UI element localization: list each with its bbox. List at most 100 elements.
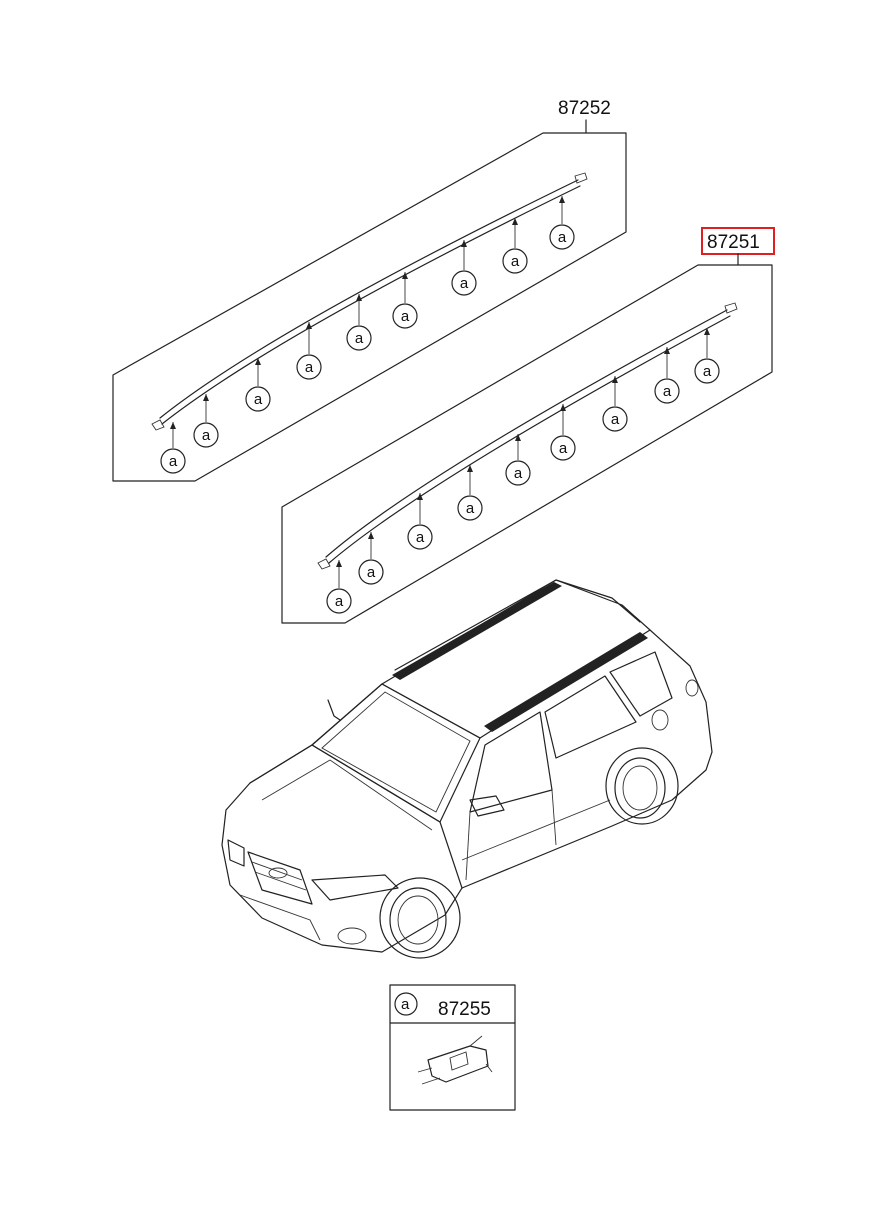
part-label-87255[interactable]: 87255 (438, 999, 491, 1020)
car-rail-left (392, 582, 562, 680)
rear-rail-inner-edge (161, 185, 581, 425)
front-callout-circle-9 (694, 358, 720, 384)
rear-arrowhead-6 (402, 272, 408, 279)
car-windshield-inner (321, 691, 471, 813)
car-fuel-door (651, 709, 669, 731)
rear-arrowhead-2 (203, 394, 209, 401)
rear-callout-circle-7 (451, 270, 477, 296)
front-callout-letter-7: a (611, 411, 620, 428)
car-roof-top (394, 579, 641, 671)
car-rear-rim (622, 765, 658, 811)
rear-arrowhead-1 (170, 422, 176, 429)
rear-callout-circle-9 (549, 224, 575, 250)
front-rail-inner-edge (328, 315, 731, 564)
car-door-line-1 (465, 811, 471, 881)
car-hood (249, 744, 463, 889)
car-door-line-2 (551, 789, 557, 846)
rear-callout-circle-6 (392, 303, 418, 329)
front-callout-letter-1: a (335, 593, 344, 610)
car-tail-lamp (685, 679, 699, 697)
front-callout-circle-2 (358, 559, 384, 585)
front-arrowhead-8 (664, 347, 670, 354)
car-rear-wheel-arch (605, 747, 679, 825)
car-antenna-mirror (327, 699, 341, 721)
rear-arrowhead-9 (559, 196, 565, 203)
rear-callout-circle-4 (296, 354, 322, 380)
car-bumper-line (239, 894, 321, 941)
car-hood-crease (261, 759, 433, 831)
car-front-window (469, 711, 553, 813)
rear-callout-circle-5 (346, 325, 372, 351)
clip-box-outline (389, 984, 516, 1111)
clip-details (417, 1035, 493, 1085)
front-callout-letter-6: a (559, 440, 568, 457)
rear-callout-letter-4: a (305, 359, 314, 376)
car-quarter-window (609, 651, 673, 717)
rear-callout-letter-5: a (355, 330, 364, 347)
front-rail-outer-edge (325, 309, 728, 558)
front-callout-letter-3: a (416, 529, 425, 546)
rear-callout-letter-3: a (254, 391, 263, 408)
rear-rail-panel-outline (112, 119, 627, 482)
part-label-87252[interactable]: 87252 (558, 98, 611, 119)
front-rail-end-cap (724, 302, 738, 314)
rear-callout-circle-3 (245, 386, 271, 412)
clip-body (427, 1045, 489, 1083)
front-callout-circle-7 (602, 406, 628, 432)
front-rail-front-cap (317, 558, 331, 570)
front-arrowhead-2 (368, 532, 374, 539)
car-headlight-right (311, 874, 399, 901)
rear-arrowhead-5 (356, 294, 362, 301)
car-front-rim (397, 895, 439, 945)
rear-callout-letter-8: a (511, 253, 520, 270)
front-callout-letter-5: a (514, 465, 523, 482)
car-rear-wheel (614, 757, 666, 819)
front-rail-panel-outline (281, 253, 773, 624)
car-windshield (311, 683, 481, 823)
front-arrowhead-1 (336, 560, 342, 567)
front-arrowhead-4 (467, 465, 473, 472)
clip-callout-circle (394, 992, 418, 1016)
rear-callout-circle-1 (160, 448, 186, 474)
rear-callout-letter-7: a (460, 275, 469, 292)
car-badge (268, 867, 288, 879)
car-fog-light (337, 927, 367, 945)
front-callout-circle-1 (326, 588, 352, 614)
front-callout-letter-8: a (663, 383, 672, 400)
car-headlight-left (227, 839, 245, 867)
rear-arrowhead-4 (306, 322, 312, 329)
suv-vehicle-illustration (221, 579, 713, 959)
part-label-87251[interactable]: 87251 (707, 232, 760, 253)
rear-callout-circle-2 (193, 422, 219, 448)
rear-callout-circle-8 (502, 248, 528, 274)
front-arrowhead-6 (560, 404, 566, 411)
rear-rail-end-cap (574, 172, 588, 184)
front-arrowhead-7 (612, 376, 618, 383)
rear-rail-front-cap (151, 419, 165, 431)
clip-legend-box: a 87255 (389, 984, 516, 1111)
rear-arrowhead-8 (512, 218, 518, 225)
front-callout-letter-2: a (367, 564, 376, 581)
front-callout-circle-5 (505, 460, 531, 486)
rear-rail-outer-edge (159, 179, 579, 419)
car-side-mirror (469, 795, 505, 817)
rear-arrowhead-3 (255, 358, 261, 365)
rear-callout-letter-1: a (169, 453, 178, 470)
front-callout-circle-3 (407, 524, 433, 550)
car-rail-right (484, 632, 648, 732)
front-callout-letter-4: a (466, 500, 475, 517)
rear-roof-rail-group: 87252 a a a a a a a a a (112, 98, 627, 482)
front-callout-circle-4 (457, 495, 483, 521)
front-arrowhead-9 (704, 328, 710, 335)
front-arrowhead-3 (417, 493, 423, 500)
car-grille (247, 851, 313, 905)
rear-callout-letter-2: a (202, 427, 211, 444)
front-callout-circle-8 (654, 378, 680, 404)
car-sill-line (461, 799, 611, 861)
clip-callout-letter: a (401, 996, 410, 1013)
rear-callout-letter-6: a (401, 308, 410, 325)
front-arrowhead-5 (515, 434, 521, 441)
car-grille-bars (251, 861, 307, 891)
front-callout-letter-9: a (703, 363, 712, 380)
